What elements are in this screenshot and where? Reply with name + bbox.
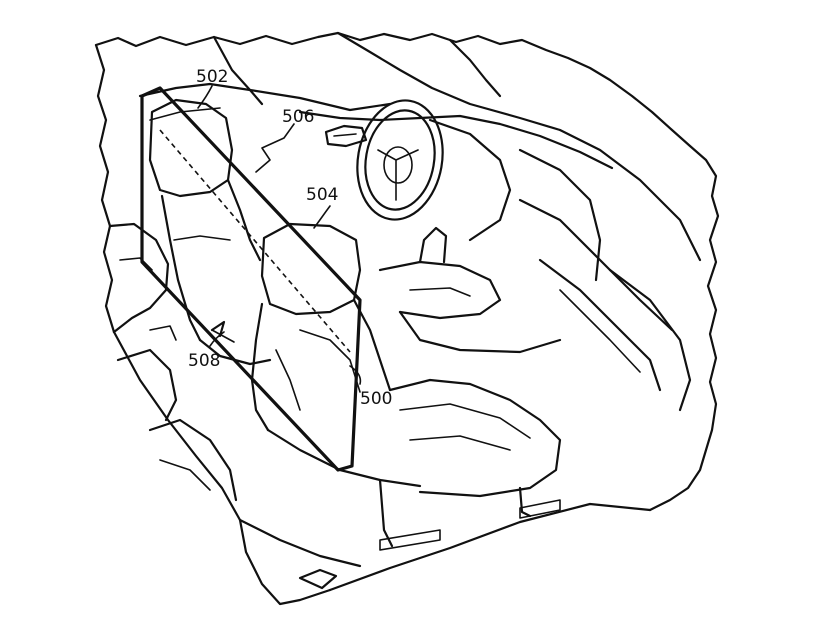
label-502: 502 [196, 67, 228, 87]
front-seat [250, 222, 562, 548]
steering-wheel [356, 99, 444, 221]
leader-508 [209, 331, 225, 347]
left-door-trim [108, 222, 238, 502]
label-500: 500 [360, 389, 392, 409]
dashboard [298, 110, 614, 282]
floor-rails [149, 325, 561, 590]
label-504: 504 [306, 185, 338, 205]
right-door [518, 128, 702, 412]
label-506: 506 [282, 107, 314, 127]
leader-500 [349, 365, 362, 385]
arrow-508 [210, 320, 235, 343]
partition-panel [140, 86, 362, 472]
leader-506 [255, 123, 295, 173]
roof-structure [138, 31, 562, 132]
label-508: 508 [188, 351, 220, 371]
leader-lines [197, 85, 362, 385]
leader-504 [313, 205, 331, 229]
center-console [378, 226, 562, 354]
reference-labels: 502 506 504 508 500 [188, 67, 392, 409]
leader-502 [197, 85, 213, 109]
